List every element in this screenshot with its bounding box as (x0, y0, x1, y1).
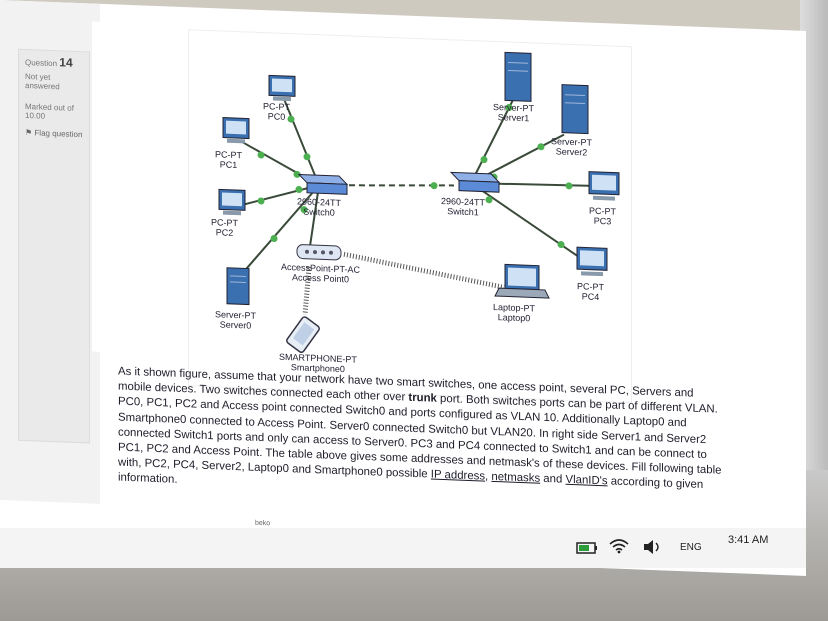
link-pc4-switch1 (470, 182, 585, 262)
clock[interactable]: 3:41 AM (728, 534, 769, 546)
pc0-icon (268, 74, 296, 102)
trunk-emphasis: trunk (408, 391, 437, 405)
laptop-icon (494, 263, 550, 299)
link-ap-switch0 (308, 185, 320, 254)
server1-icon (504, 51, 532, 102)
link-server1-switch1 (470, 87, 520, 184)
link-server0-switch0 (238, 184, 320, 278)
flag-icon: ⚑ (25, 127, 33, 138)
netmasks-term: netmasks (491, 471, 541, 485)
server0-icon (226, 267, 250, 306)
question-status: Not yet answered (25, 71, 60, 92)
taskbar: ENG 3:41 AM (0, 528, 806, 568)
link-pc2-switch0 (233, 184, 320, 208)
screen: Question 14 Not yet answered Marked out … (0, 0, 806, 576)
question-info-box: Question 14 Not yet answered Marked out … (18, 48, 90, 444)
flag-question-link[interactable]: ⚑ Flag question (25, 127, 83, 140)
pc4-icon (576, 246, 608, 277)
network-diagram-svg (218, 51, 620, 353)
monitor-brand-logo: beko (255, 519, 271, 528)
server2-icon (561, 84, 589, 135)
pc3-icon (588, 171, 620, 201)
switch0-icon (297, 173, 349, 195)
vlanid-term: VlanID's (565, 473, 608, 488)
ip-address-term: IP address (430, 468, 486, 483)
question-number: Question 14 (25, 55, 73, 70)
pc2-icon (218, 188, 246, 216)
volume-icon[interactable] (642, 539, 664, 558)
wireless-ap-smartphone (302, 266, 312, 316)
switch1-icon (449, 171, 501, 193)
language-indicator[interactable]: ENG (680, 542, 702, 553)
question-marks: Marked out of 10.00 (25, 101, 74, 121)
battery-icon[interactable] (576, 542, 598, 557)
wifi-icon[interactable] (608, 538, 630, 557)
link-pc0-switch0 (283, 98, 320, 186)
access-point-icon (296, 244, 342, 261)
question-text: As it shown figure, assume that your net… (118, 365, 722, 492)
wireless-ap-laptop (343, 251, 505, 290)
pc1-icon (222, 117, 250, 144)
smartphone-icon (286, 316, 320, 353)
